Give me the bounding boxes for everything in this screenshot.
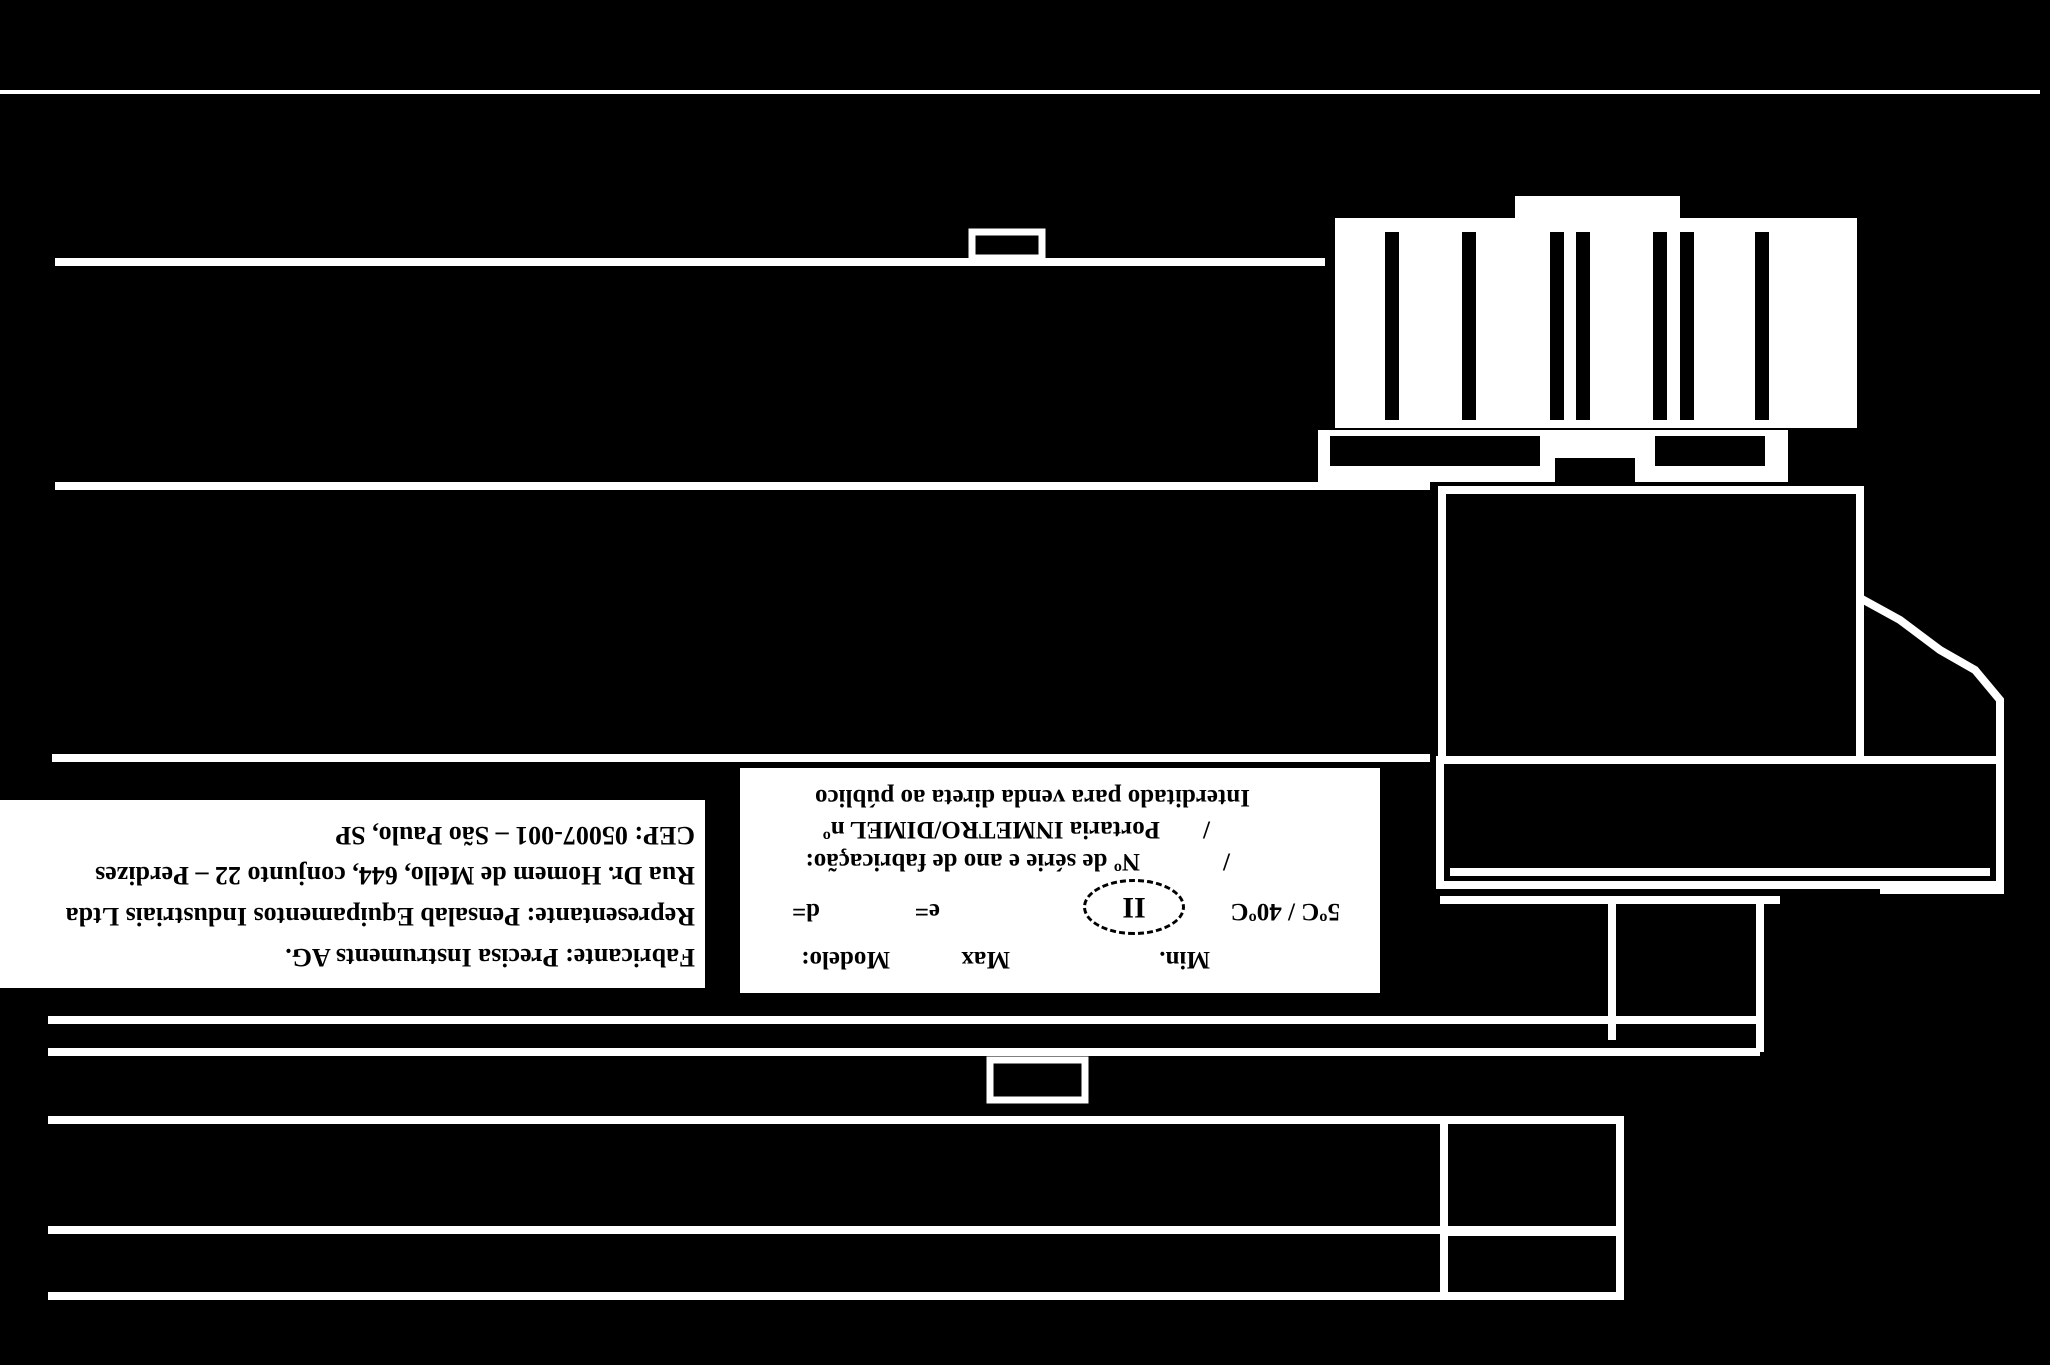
label-max: Max [961, 946, 1010, 973]
head-block [1438, 486, 1864, 764]
serial-year-label: Nº de série e ano de fabricação: [805, 848, 1140, 875]
manufacturer-line-1: Fabricante: Precisa Instruments AG. [285, 943, 695, 972]
top-block [1335, 218, 1857, 428]
metrology-label: Modelo: Max Min. d= e= II 5ºC / 40ºC Nº … [740, 768, 1380, 993]
slot-2 [1462, 232, 1476, 420]
slot-5 [1653, 232, 1667, 420]
label-temperature: 5ºC / 40ºC [1230, 898, 1340, 925]
head-step [1858, 594, 2004, 894]
slot-4 [1576, 232, 1590, 420]
block-notch-1 [1330, 436, 1540, 466]
manufacturer-line-3: Rua Dr. Homem de Mello, 644, conjunto 22… [95, 861, 695, 890]
manufacturer-line-2: Representante: Pensalab Equipamentos Ind… [65, 902, 695, 931]
head-lower [1436, 756, 2004, 889]
tab-1 [968, 228, 1046, 262]
label-modelo: Modelo: [801, 946, 890, 973]
label-e: e= [914, 898, 940, 925]
serial-year-slash: / [1223, 848, 1230, 875]
top-block-cap [1515, 196, 1680, 222]
tab-2 [986, 1056, 1089, 1104]
class-seal: II [1083, 879, 1185, 935]
portaria-label: Portaria INMETRO/DIMEL nº [822, 816, 1160, 843]
block-notch-2 [1655, 436, 1765, 466]
slot-1 [1385, 232, 1399, 420]
manufacturer-line-4: CEP: 05007-001 – São Paulo, SP [335, 821, 695, 850]
manufacturer-label: Fabricante: Precisa Instruments AG. Repr… [0, 800, 705, 988]
top-block-gap [1555, 458, 1635, 484]
label-d: d= [791, 898, 820, 925]
label-min: Min. [1159, 946, 1210, 973]
end-box [1440, 1116, 1624, 1300]
slot-7 [1755, 232, 1769, 420]
portaria-slash: / [1203, 816, 1210, 843]
slot-3 [1550, 232, 1564, 420]
restriction-text: Interditado para venda direta ao público [815, 784, 1250, 811]
slot-6 [1680, 232, 1694, 420]
